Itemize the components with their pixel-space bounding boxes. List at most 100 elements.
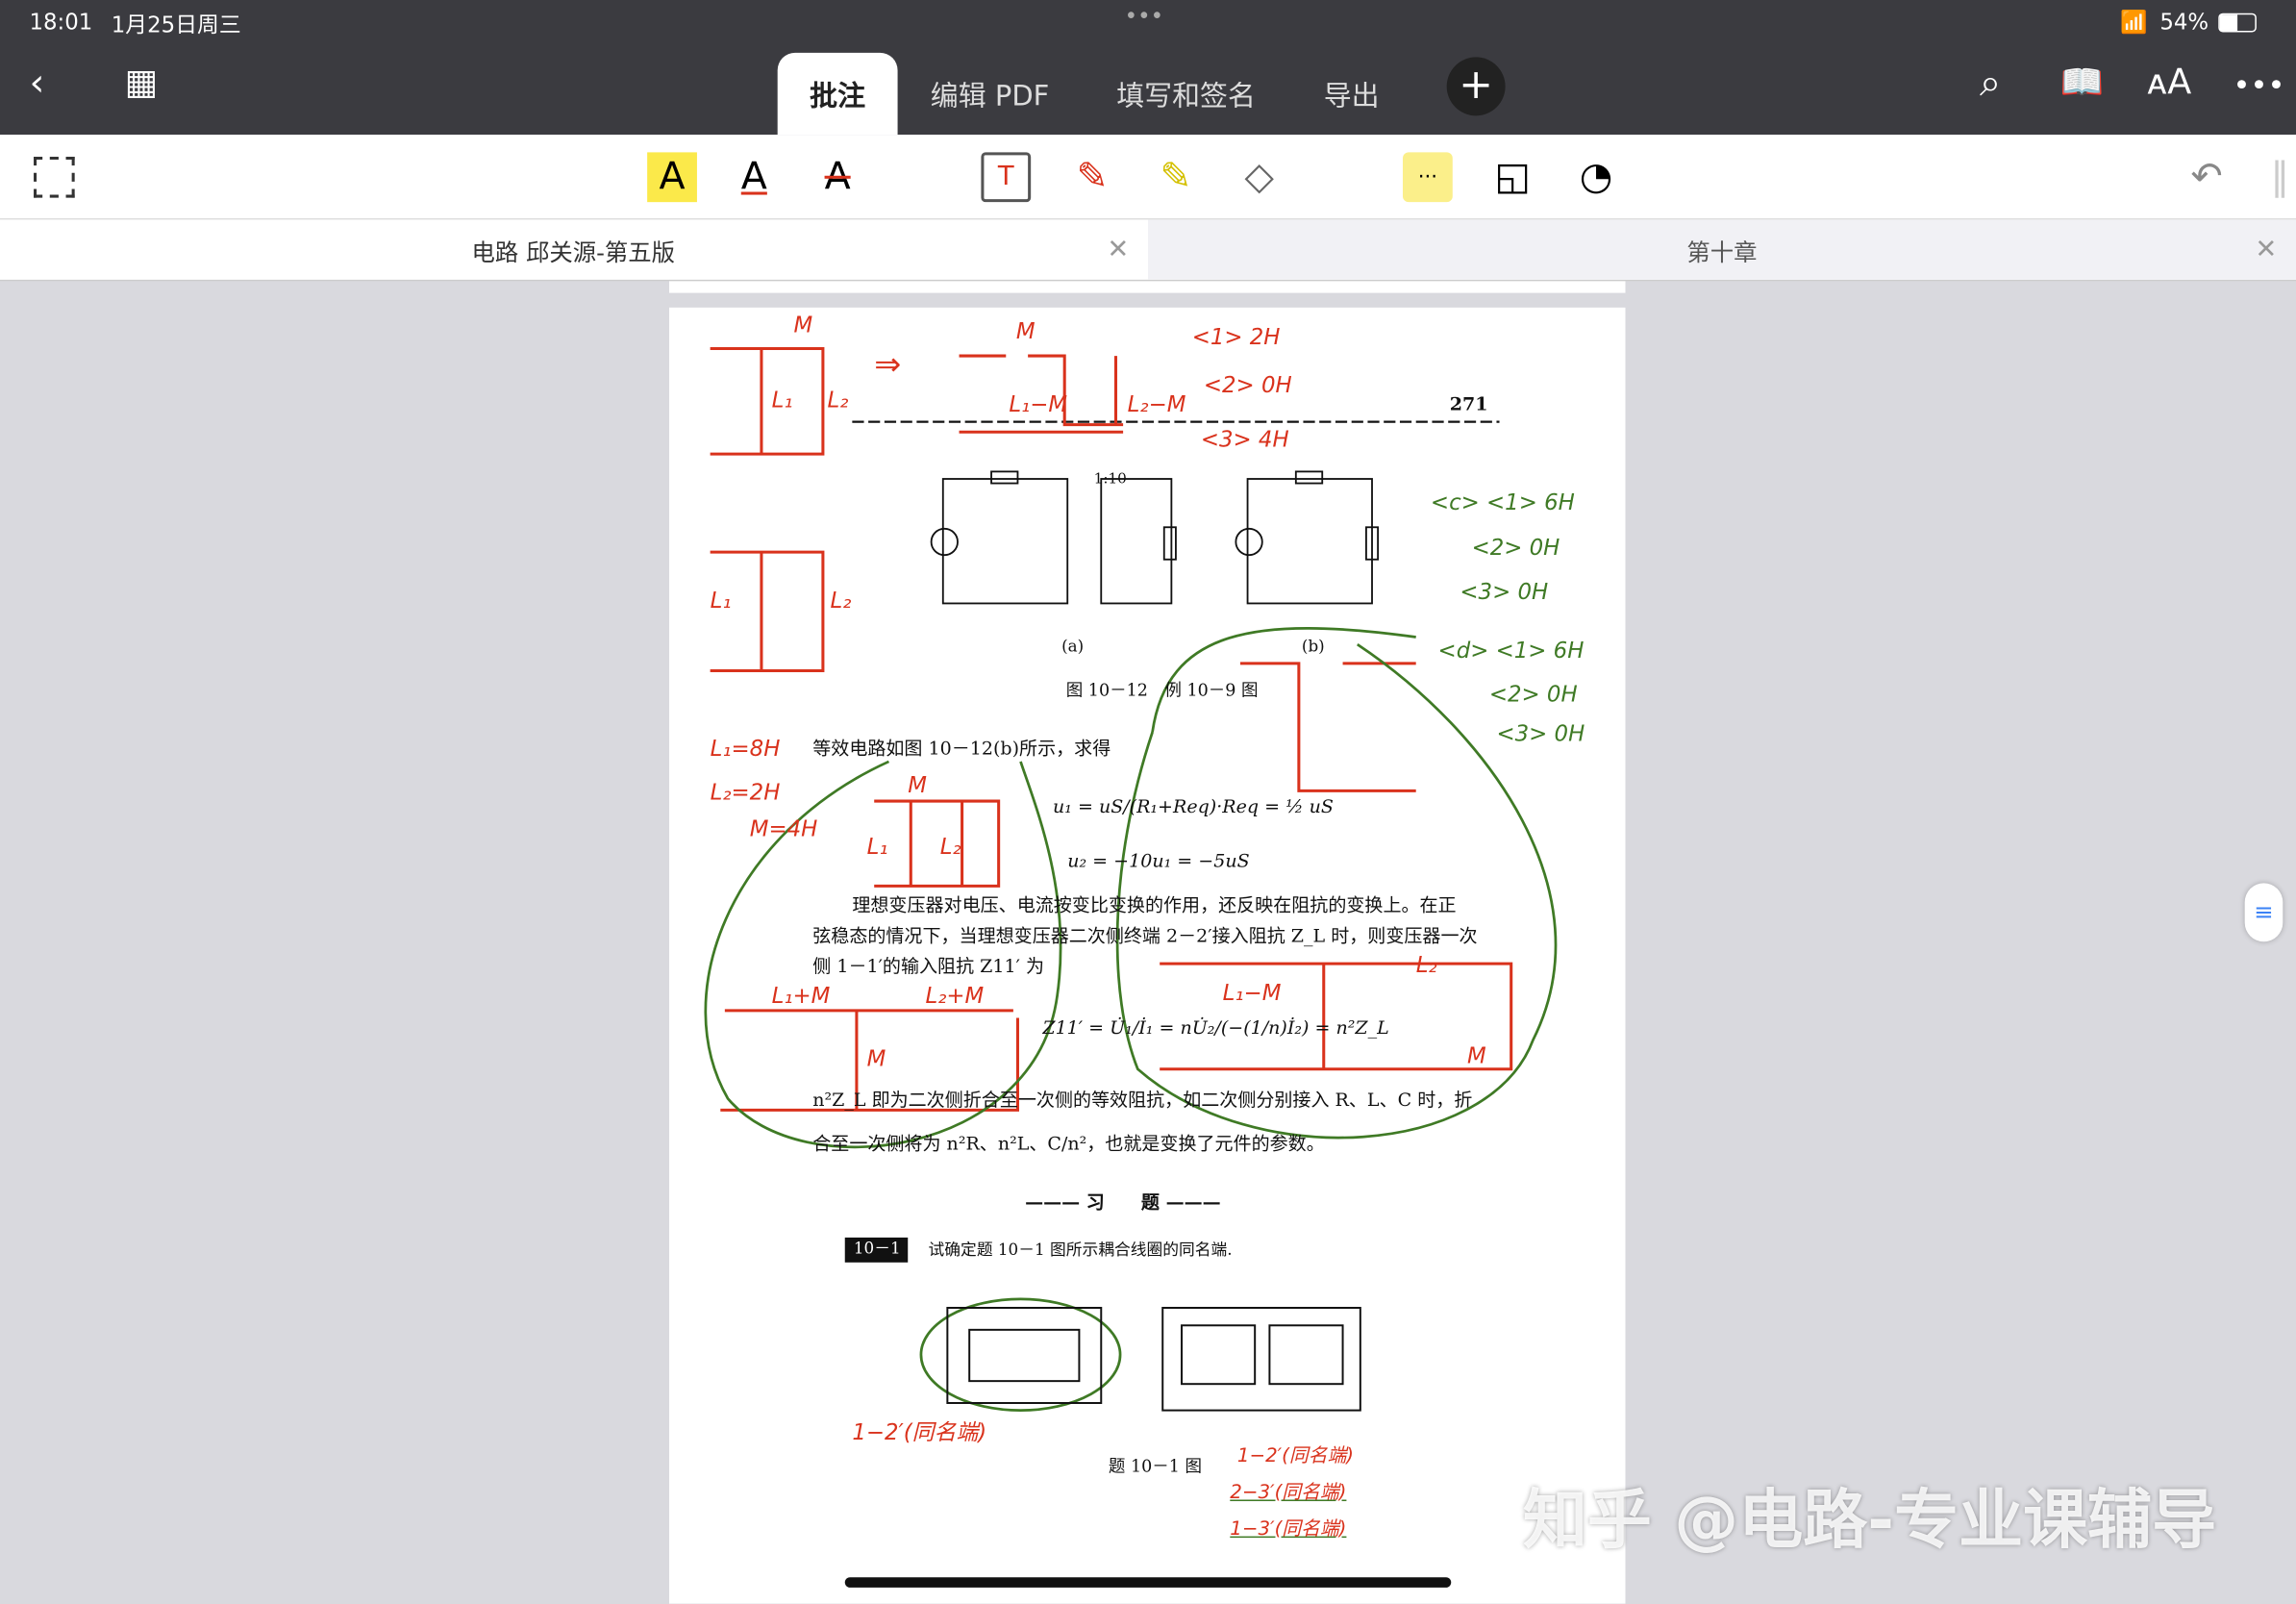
close-icon[interactable]: ✕ <box>2255 234 2278 265</box>
tab-fill-sign[interactable]: 填写和签名 <box>1116 80 1256 113</box>
figure-caption: 图 10－12 例 10－9 图 <box>1065 679 1259 700</box>
figure-caption: 题 10－1 图 <box>1108 1455 1202 1477</box>
handwriting: M <box>793 312 813 338</box>
handwriting: L₂−M <box>1127 390 1186 418</box>
tab-edit-pdf[interactable]: 编辑 PDF <box>930 80 1050 113</box>
handwriting: L₁ <box>710 587 732 614</box>
outline-handle[interactable]: ≡ <box>2244 883 2284 942</box>
handwriting: M <box>1015 317 1036 344</box>
handwriting: 1−2′(同名端) <box>852 1418 987 1446</box>
page-number: 271 <box>1449 392 1488 414</box>
handwriting: <3> 0H <box>1496 720 1585 747</box>
equation: Z11′ = U̇₁/İ₁ = nU̇₂/(−(1/n)İ₂) = n²Z_L <box>1042 1015 1389 1039</box>
handwriting: L₁−M <box>1222 979 1282 1007</box>
handwriting: <2> 0H <box>1488 681 1578 708</box>
turns-ratio: 1:10 <box>1093 471 1127 489</box>
text-line: 侧 1－1′的输入阻抗 Z11′ 为 <box>812 954 1045 977</box>
pen-icon[interactable]: ✎ <box>1076 155 1109 200</box>
undo-icon[interactable]: ↶ <box>2190 155 2223 200</box>
battery-level: 54% <box>2159 9 2209 36</box>
text-line: 合至一次侧将为 n²R、n²L、C/n²，也就是变换了元件的参数。 <box>812 1132 1325 1155</box>
annotation-toolbar: A A A T ✎ ✎ ◇ ··· ◱ ◔ ↶ ‖ <box>0 135 2296 220</box>
eraser-icon[interactable]: ◇ <box>1244 155 1274 200</box>
strikethrough-icon[interactable]: A <box>824 155 851 200</box>
circuit-drawings <box>704 346 1558 1412</box>
handwriting: L₂ <box>939 833 961 860</box>
highlight-text-icon[interactable]: A <box>647 152 697 203</box>
problem-text: 试确定题 10－1 图所示耦合线圈的同名端. <box>928 1240 1233 1260</box>
handwriting: L₁+M <box>771 982 831 1010</box>
problem-number-box <box>844 1237 909 1263</box>
equation: u₂ = −10u₁ = −5uS <box>1067 849 1250 872</box>
close-icon[interactable]: ✕ <box>1107 234 1130 265</box>
handwriting: M <box>1467 1042 1486 1069</box>
stamp-icon[interactable]: ◔ <box>1579 155 1613 200</box>
handwriting: <3> 0H <box>1460 578 1549 605</box>
underline-text-icon[interactable]: A <box>740 155 767 200</box>
back-icon[interactable]: ‹ <box>29 61 45 106</box>
text-line: 弦稳态的情况下，当理想变压器二次侧终端 2－2′接入阻抗 Z_L 时，则变压器一… <box>812 923 1478 946</box>
comment-icon[interactable]: ··· <box>1402 152 1453 203</box>
handwriting: M <box>908 771 927 799</box>
text-line: n²Z_L 即为二次侧折合至一次侧的等效阻抗，如二次侧分别接入 R、L、C 时，… <box>812 1088 1473 1111</box>
textbox-icon[interactable]: T <box>981 152 1032 203</box>
battery-icon <box>2218 13 2257 33</box>
problem-number: 10－1 <box>853 1239 901 1259</box>
tab-annotate[interactable]: 批注 <box>777 52 898 136</box>
handwriting: L₂=2H <box>710 779 781 806</box>
problem-10-1-figure <box>946 1307 1361 1412</box>
handwriting: L₂ <box>827 387 849 414</box>
handwriting: <c> <1> 6H <box>1430 489 1575 516</box>
handwriting: L₂ <box>1415 951 1437 979</box>
equation: u₁ = uS/(R₁+Req)·Req = ½ uS <box>1053 794 1334 817</box>
top-bar: 18:01 1月25日周三 ••• 📶 54% ‹ ▦ 批注 编辑 PDF 填写… <box>0 0 2296 136</box>
highlighter-icon[interactable]: ✎ <box>1160 155 1192 200</box>
wifi-icon: 📶 <box>2120 9 2148 36</box>
status-time: 18:01 <box>29 9 93 36</box>
handwriting: 2−3′(同名端) <box>1230 1482 1347 1505</box>
toolbar-handle[interactable]: ‖ <box>2270 155 2290 200</box>
handwriting: <3> 4H <box>1200 426 1289 453</box>
multitask-icon[interactable]: ••• <box>1124 3 1164 30</box>
handwriting: L₂ <box>830 587 852 614</box>
section-heading: ——— 习 题 ——— <box>1025 1190 1221 1214</box>
more-icon[interactable]: ••• <box>2233 67 2285 103</box>
fig-b-label: (b) <box>1301 637 1325 657</box>
search-icon[interactable]: ⌕ <box>1980 61 2002 106</box>
figure-10-12 <box>930 470 1380 605</box>
handwriting: <2> 0H <box>1471 534 1560 562</box>
previous-page-edge <box>668 281 1626 293</box>
book-icon[interactable]: 📖 <box>2059 61 2105 103</box>
handwriting: 1−3′(同名端) <box>1230 1518 1347 1541</box>
home-indicator[interactable] <box>844 1577 1452 1588</box>
tab-export[interactable]: 导出 <box>1323 80 1380 113</box>
green-loop-sketches <box>704 626 1558 1412</box>
handwriting: L₁ <box>866 833 888 860</box>
status-date: 1月25日周三 <box>111 12 241 38</box>
fig-a-label: (a) <box>1061 637 1085 657</box>
doc-tab-1[interactable]: 电路 邱关源-第五版 <box>471 238 675 266</box>
text-size-icon[interactable]: ᴀA <box>2146 61 2192 103</box>
doc-tab-2[interactable]: 第十章 <box>1148 219 2296 280</box>
handwriting: L₁=8H <box>710 735 781 762</box>
handwriting: M=4H <box>749 815 818 842</box>
red-circuit-sketches <box>710 346 1513 1112</box>
handwriting: <1> 2H <box>1191 323 1281 350</box>
handwriting: L₂+M <box>925 982 985 1010</box>
pdf-page: 271 1:10 (a) (b) 图 10－12 例 10－9 图 等效电路如图… <box>668 307 1626 1604</box>
select-icon[interactable] <box>34 156 75 198</box>
handwriting: L₁−M <box>1009 390 1068 418</box>
add-tab-button[interactable]: + <box>1446 57 1506 116</box>
handwriting: <d> <1> 6H <box>1437 637 1585 664</box>
document-tabs: 电路 邱关源-第五版 ✕ 第十章 ✕ <box>0 219 2296 282</box>
handwriting: <2> 0H <box>1203 371 1292 399</box>
handwriting: M <box>866 1045 886 1072</box>
text-line: 理想变压器对电压、电流按变比变换的作用，还反映在阻抗的变换上。在正 <box>852 893 1457 915</box>
watermark: 知乎 @电路-专业课辅导 <box>1522 1483 2217 1559</box>
grid-icon[interactable]: ▦ <box>124 61 159 103</box>
handwriting: ⇒ <box>874 346 902 385</box>
handwriting: 1−2′(同名端) <box>1236 1445 1355 1468</box>
handwriting: L₁ <box>771 387 793 414</box>
shapes-icon[interactable]: ◱ <box>1494 155 1531 200</box>
text-line: 等效电路如图 10－12(b)所示，求得 <box>812 737 1111 759</box>
